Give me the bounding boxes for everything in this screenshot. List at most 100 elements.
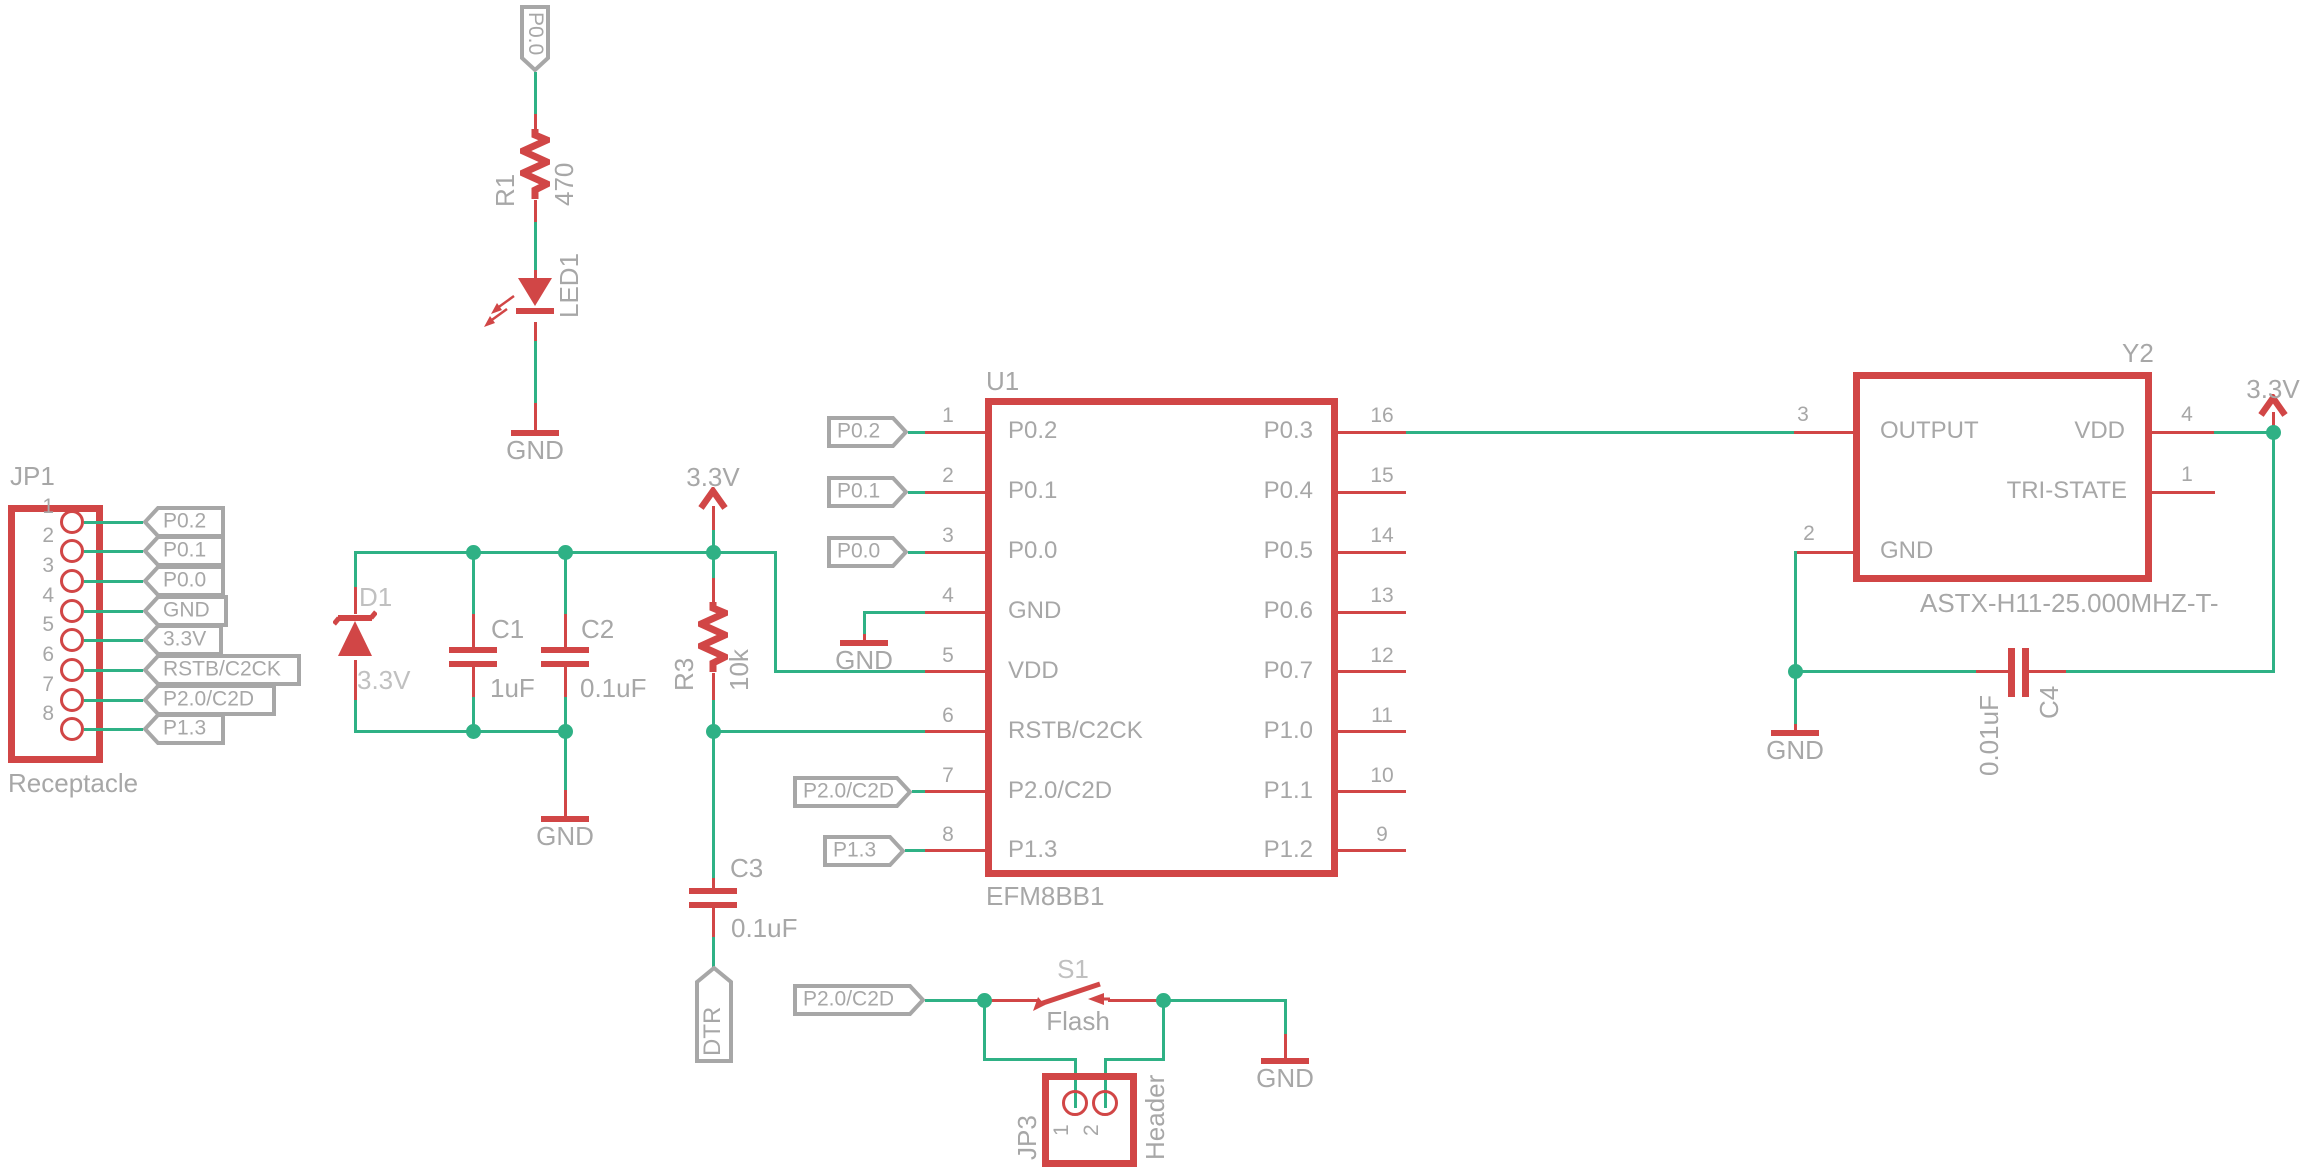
jp1-pad-8[interactable]: [60, 717, 84, 741]
wire-segment: [905, 849, 925, 852]
gnd-symbol[interactable]: [1771, 730, 1819, 736]
y2-value: ASTX-H11-25.000MHZ-T-: [1920, 588, 2219, 618]
net-flag-u1-p20[interactable]: P2.0/C2D: [793, 776, 912, 808]
net-flag-flash-p20[interactable]: P2.0/C2D: [793, 984, 925, 1016]
net-flag-u1-p00[interactable]: P0.0: [827, 536, 908, 568]
jp1-pin-number: 1: [42, 495, 54, 518]
net-flag-gnd[interactable]: GND: [143, 595, 228, 627]
capacitor-c1[interactable]: [449, 661, 497, 667]
wire-segment: [472, 551, 475, 614]
wire-segment: [2214, 431, 2273, 434]
net-flag-p13[interactable]: P1.3: [143, 713, 225, 745]
y2-pin-number: 4: [2181, 403, 2193, 426]
pin-stub: [1338, 670, 1406, 673]
net-flag-p00-top[interactable]: P0.0: [520, 5, 550, 72]
u1-pin-number: 11: [1371, 704, 1393, 727]
pin-stub: [925, 491, 985, 494]
pin-stub: [925, 431, 985, 434]
y2-pin-name: GND: [1880, 537, 1934, 564]
capacitor-c1[interactable]: [449, 647, 497, 653]
u1-pin-name: P1.3: [1008, 836, 1058, 863]
net-flag-u1-p01[interactable]: P0.1: [827, 476, 908, 508]
pin-stub: [1338, 849, 1406, 852]
zener-d1[interactable]: [333, 608, 377, 664]
net-flag-u1-p13[interactable]: P1.3: [823, 835, 905, 867]
r1-value: 470: [549, 162, 579, 206]
d1-value: 3.3V: [357, 665, 411, 695]
jp1-connector-body[interactable]: [8, 505, 103, 763]
wire-segment: [84, 669, 143, 672]
net-flag-33v[interactable]: 3.3V: [143, 624, 223, 656]
wire-segment: [712, 730, 925, 733]
wire-segment: [354, 700, 357, 733]
capacitor-c2[interactable]: [541, 647, 589, 653]
u1-ic-body[interactable]: [985, 398, 1338, 877]
jp1-pad-7[interactable]: [60, 688, 84, 712]
pin-stub: [2152, 491, 2215, 494]
jp3-header-body[interactable]: [1042, 1073, 1137, 1167]
u1-ref: U1: [986, 366, 1020, 396]
wire-segment: [84, 521, 143, 524]
resistor-r1[interactable]: [520, 128, 550, 200]
net-flag-label: P0.0: [524, 12, 547, 56]
gnd-symbol[interactable]: [511, 430, 559, 436]
c3-value: 0.1uF: [731, 913, 798, 943]
power-arrow-33v[interactable]: [2258, 394, 2288, 418]
jp3-ref: JP3: [1012, 1115, 1042, 1160]
u1-pin-number: 12: [1370, 644, 1394, 667]
jp1-pad-3[interactable]: [60, 569, 84, 593]
switch-s1[interactable]: [1032, 972, 1122, 1012]
wire-segment: [2272, 431, 2275, 673]
gnd-symbol[interactable]: [840, 640, 888, 646]
wire-segment: [84, 639, 143, 642]
jp1-pad-1[interactable]: [60, 510, 84, 534]
jp3-pad-2[interactable]: [1092, 1090, 1118, 1116]
y2-oscillator-body[interactable]: [1853, 372, 2152, 582]
jp1-pad-5[interactable]: [60, 628, 84, 652]
wire-segment: [774, 551, 777, 672]
net-flag-rstb[interactable]: RSTB/C2CK: [143, 654, 301, 686]
wire-segment: [908, 491, 925, 494]
led-led1[interactable]: [482, 272, 556, 328]
pin-stub: [712, 506, 715, 530]
u1-pin-name: P1.0: [1263, 717, 1313, 744]
net-flag-p01[interactable]: P0.1: [143, 535, 225, 567]
pin-stub: [534, 200, 537, 222]
u1-pin-number: 3: [942, 524, 954, 547]
capacitor-c4[interactable]: [2008, 648, 2015, 697]
wire-segment: [84, 550, 143, 553]
jp3-pad-1[interactable]: [1062, 1090, 1088, 1116]
wire-segment: [84, 699, 143, 702]
capacitor-c3[interactable]: [689, 888, 737, 894]
resistor-r3[interactable]: [698, 601, 728, 673]
gnd-label: GND: [1766, 735, 1824, 765]
net-flag-p20[interactable]: P2.0/C2D: [143, 684, 276, 716]
capacitor-c3[interactable]: [689, 902, 737, 908]
net-flag-p02[interactable]: P0.2: [143, 506, 225, 538]
wire-segment: [2066, 670, 2275, 673]
net-flag-u1-p02[interactable]: P0.2: [827, 416, 908, 448]
wire-segment: [864, 611, 925, 614]
net-flag-p00[interactable]: P0.0: [143, 565, 225, 597]
u1-pin-number: 9: [1376, 823, 1388, 846]
wire-segment: [712, 937, 715, 968]
gnd-symbol[interactable]: [1261, 1058, 1309, 1064]
u1-pin-name: P0.3: [1263, 417, 1313, 444]
pin-stub: [564, 667, 567, 697]
power-arrow-33v[interactable]: [698, 487, 728, 511]
pin-stub: [1338, 491, 1406, 494]
c2-ref: C2: [581, 614, 615, 644]
jp1-pad-4[interactable]: [60, 599, 84, 623]
jp1-pad-2[interactable]: [60, 539, 84, 563]
junction-dot: [466, 724, 481, 739]
jp1-pad-6[interactable]: [60, 658, 84, 682]
pin-stub: [1795, 551, 1853, 554]
wire-segment: [912, 790, 925, 793]
capacitor-c2[interactable]: [541, 661, 589, 667]
capacitor-c4[interactable]: [2022, 648, 2029, 697]
wire-segment: [712, 700, 715, 733]
r3-ref: R3: [669, 657, 699, 691]
gnd-symbol[interactable]: [541, 816, 589, 822]
net-flag-dtr[interactable]: DTR: [695, 966, 733, 1063]
